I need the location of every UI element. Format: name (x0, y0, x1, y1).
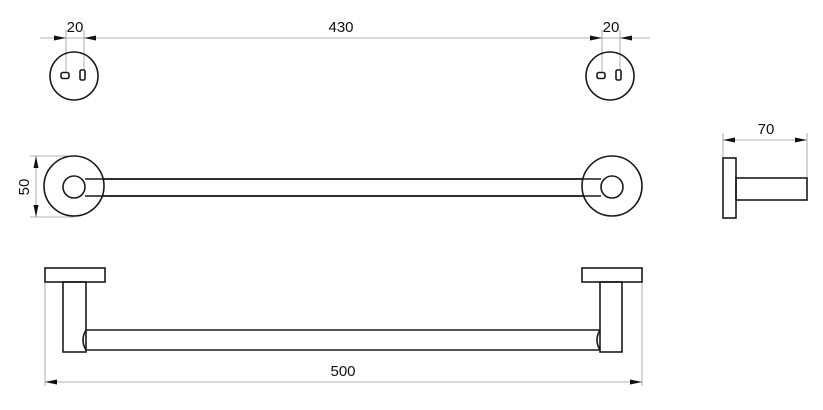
top-view: 20 430 20 (40, 19, 650, 101)
dimension-label-total-length: 500 (330, 363, 355, 380)
rosette-right (581, 155, 643, 217)
dimension-label-mount-spacing: 430 (328, 19, 353, 36)
post-right (599, 281, 623, 353)
mounting-plate-left (49, 51, 99, 101)
dimension-label-mount-left: 20 (67, 19, 84, 36)
arrow-head (45, 379, 57, 385)
dimension-label-rosette-diameter: 50 (16, 179, 33, 196)
dimension-label-mount-right: 20 (603, 19, 620, 36)
arrow-head (630, 379, 642, 385)
plate-left (44, 267, 106, 283)
mounting-plate-right (585, 51, 635, 101)
rosette-left-inner (62, 175, 86, 199)
arrow-head (723, 137, 735, 143)
arrow-head (54, 35, 66, 41)
bottom-view: 500 (44, 267, 643, 386)
front-view: 50 (16, 155, 643, 218)
towel-bar (82, 329, 601, 351)
arrow-head (33, 156, 39, 168)
towel-bar (83, 178, 603, 197)
bar-holder (735, 177, 808, 201)
arrow-head (620, 35, 632, 41)
screw-slot (60, 71, 70, 80)
rosette-left (43, 155, 105, 217)
side-view: 70 (722, 121, 808, 219)
rosette-right-inner (600, 175, 624, 199)
arrow-head (795, 137, 807, 143)
screw-slot (615, 69, 622, 81)
post-left (62, 281, 87, 353)
arrow-head (33, 205, 39, 217)
wall-plate (722, 157, 737, 219)
screw-slot (596, 71, 606, 80)
screw-slot (79, 69, 86, 81)
dimension-label-projection: 70 (758, 121, 775, 138)
arrow-head (84, 35, 96, 41)
plate-right (581, 267, 643, 283)
arrow-head (590, 35, 602, 41)
